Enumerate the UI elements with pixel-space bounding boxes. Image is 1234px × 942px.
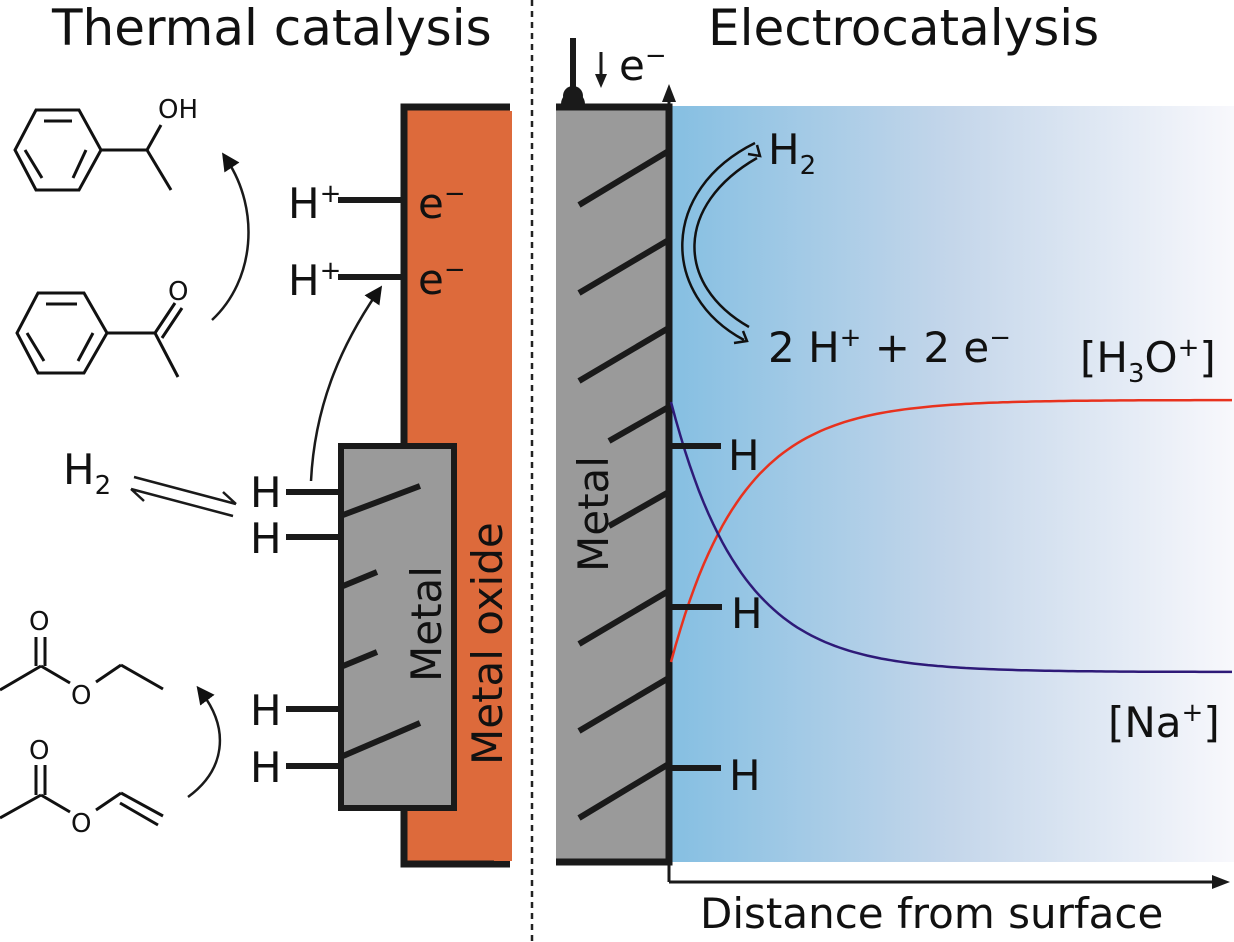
- molecule-1-phenylethanol: [13, 108, 173, 192]
- ester-carbonyl-o-1: O: [29, 607, 49, 637]
- adsorbed-h-2: H: [250, 514, 282, 563]
- molecule-vinyl-acetate: [0, 765, 164, 827]
- ketone-reduction-arrow: [211, 152, 250, 321]
- h2-evolution-arrow: [681, 141, 762, 345]
- proton-1: H+: [288, 179, 341, 228]
- h2-label-thermal: H2: [63, 445, 111, 501]
- electro-adsorbed-h-3: H: [729, 751, 761, 800]
- adsorbed-h-3: H: [250, 686, 282, 735]
- ester-ether-o-2: O: [71, 809, 91, 839]
- adsorbed-h-4: H: [250, 743, 282, 792]
- proton-reduction-text: 2 H+ + 2 e−: [768, 323, 1011, 372]
- electron-label-electro: e−: [619, 41, 667, 90]
- metal-oxide-label: Metal oxide: [463, 522, 512, 765]
- equilibrium-arrow: [130, 475, 237, 518]
- electro-adsorbed-h-1: H: [728, 431, 760, 480]
- electrode-contact-icon: [561, 38, 585, 106]
- metal-label-electro: Metal: [569, 456, 618, 572]
- svg-text:e−: e−: [418, 179, 466, 228]
- spillover-arrow: [309, 285, 383, 482]
- metal-hatching: [341, 483, 422, 759]
- thermal-title: Thermal catalysis: [51, 0, 492, 57]
- adsorbed-h-1: H: [250, 468, 282, 517]
- ester-reduction-arrow: [187, 685, 222, 799]
- y-axis-arrowhead: [662, 84, 676, 102]
- molecule-acetophenone: [15, 291, 184, 378]
- metal-electrode: [556, 107, 669, 862]
- thermal-panel: Thermal catalysis Metal oxide e− e− H+ H…: [0, 0, 512, 868]
- ester-carbonyl-o-2: O: [29, 736, 49, 766]
- svg-text:e−: e−: [418, 255, 466, 304]
- metal-label-thermal: Metal: [402, 566, 451, 682]
- electro-panel: Electrocatalysis Metal e−: [556, 0, 1234, 938]
- curve-h3o: [669, 398, 1232, 663]
- ester-ether-o-1: O: [71, 681, 91, 711]
- electro-title: Electrocatalysis: [708, 0, 1099, 57]
- molecule-ethyl-acetate: [0, 637, 164, 692]
- h2-label-electro: H2: [768, 125, 816, 181]
- h3o-curve-label: [H3O+]: [1080, 333, 1216, 389]
- x-axis-label: Distance from surface: [700, 889, 1163, 938]
- x-axis-arrowhead: [1212, 875, 1230, 889]
- electrolyte-region: [669, 106, 1234, 862]
- electro-adsorbed-h-2: H: [731, 589, 763, 638]
- curve-na: [669, 401, 1232, 674]
- electron-flow-arrow: [595, 52, 607, 88]
- electron-1: e−: [418, 179, 466, 228]
- hydroxyl-label: OH: [158, 95, 198, 125]
- proton-2: H+: [288, 256, 341, 305]
- electrode-hatching: [577, 149, 669, 821]
- carbonyl-o-label: O: [168, 277, 188, 307]
- na-curve-label: [Na+]: [1108, 698, 1220, 747]
- electron-2: e−: [418, 255, 466, 304]
